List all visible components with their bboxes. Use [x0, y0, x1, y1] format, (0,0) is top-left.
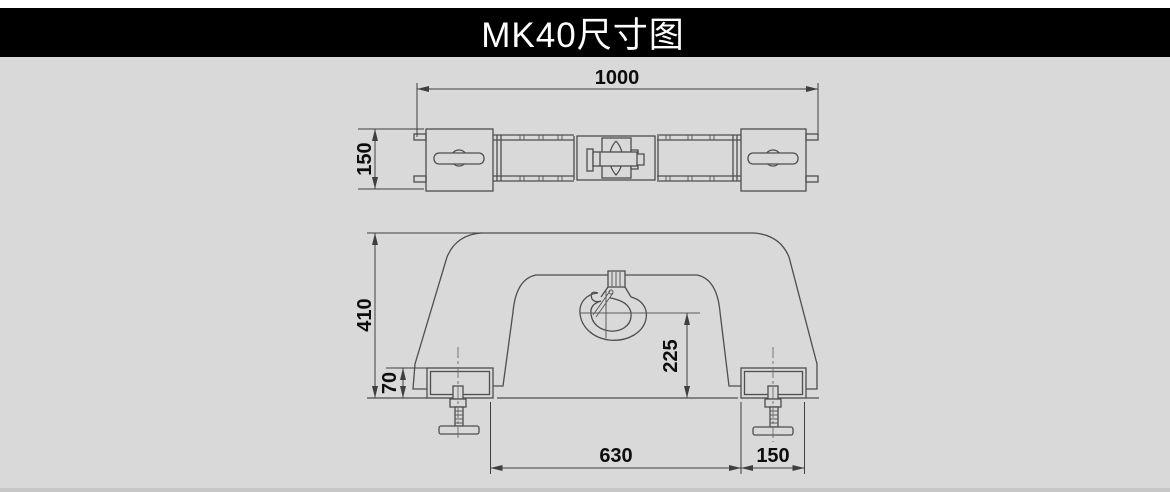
dim-foot-width: 150 [741, 445, 805, 471]
crane-hook [579, 270, 700, 341]
title-bar: MK40尺寸图 [0, 8, 1170, 57]
page-title: MK40尺寸图 [481, 16, 685, 55]
hook-outer-curve [579, 292, 648, 341]
right-stub-top [805, 133, 819, 141]
dim-overall-height: 410 [354, 232, 483, 398]
drawing-background [0, 57, 1170, 488]
dim-1000-label: 1000 [595, 67, 640, 89]
beam-rails [493, 134, 741, 182]
dim-70-label: 70 [379, 372, 401, 394]
top-view: 1000 150 [354, 67, 819, 192]
hook-mount-top [586, 137, 645, 179]
right-end-plate [740, 128, 819, 192]
frame-outer-outline [412, 232, 818, 390]
hook-center-crosshair [580, 290, 700, 338]
dim-410-label: 410 [354, 298, 376, 331]
dim-hook-to-base: 225 [660, 313, 690, 398]
dim-foot-height: 70 [379, 367, 427, 398]
toggle-pin [592, 151, 638, 167]
dim-inner-span: 630 [490, 402, 805, 474]
left-stub-bottom [413, 175, 427, 183]
left-keeper [586, 148, 594, 172]
right-stub-bottom [805, 175, 819, 183]
dim-overall-width: 150 [354, 128, 424, 190]
hook-inner-curve [590, 297, 632, 332]
front-view: 410 70 225 630 150 [354, 232, 819, 474]
left-screw-handle [438, 425, 480, 435]
dim-630-label: 630 [599, 445, 632, 467]
beam-center-section [573, 135, 659, 181]
dim-150-top-label: 150 [354, 142, 376, 175]
left-stub-top [413, 133, 427, 141]
hook-tip [590, 291, 602, 303]
left-end-plate [413, 128, 494, 192]
dim-225-label: 225 [660, 339, 682, 372]
bottom-edge-strip [0, 488, 1170, 492]
dim-150-bottom-label: 150 [756, 445, 789, 467]
dim-overall-length: 1000 [416, 67, 819, 137]
